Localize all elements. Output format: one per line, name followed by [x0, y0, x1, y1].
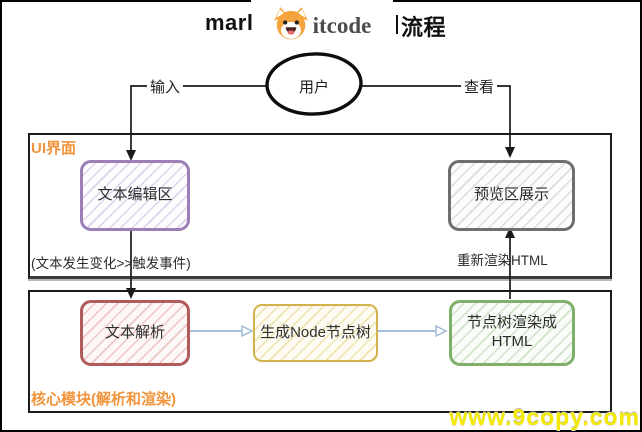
logo-wordmark: itcode: [312, 12, 372, 38]
node-preview-area: 预览区展示: [448, 160, 575, 231]
node-text-editor: 文本编辑区: [80, 160, 190, 231]
node-text-parse: 文本解析: [80, 300, 190, 366]
watermark-text: www.9copy.com: [449, 404, 640, 430]
arrowhead-down-parse-icon: [126, 288, 136, 299]
core-section-box: [28, 290, 612, 413]
core-section-label: 核心模块(解析和渲染): [31, 391, 176, 408]
title-covered-char-stub: [396, 15, 398, 34]
node-generate-node-tree-label: 生成Node节点树: [260, 323, 371, 341]
edge-label-input: 输入: [147, 76, 184, 97]
user-node-label: 用户: [298, 79, 329, 96]
node-preview-area-label: 预览区展示: [473, 186, 549, 204]
node-render-html-line1: 节点树渲染成: [466, 314, 557, 332]
user-ellipse: [265, 52, 363, 116]
arrowhead-right-render-icon: [435, 324, 448, 338]
node-render-html-label: 节点树渲染成 HTML: [467, 314, 557, 352]
itcode-dog-icon: [273, 7, 308, 40]
node-text-parse-label: 文本解析: [104, 323, 165, 341]
logo-badge: itcode: [251, 0, 393, 47]
node-generate-node-tree: 生成Node节点树: [253, 304, 378, 362]
edge-label-rerender: 重新渲染HTML: [457, 253, 548, 268]
node-render-html: 节点树渲染成 HTML: [449, 300, 575, 366]
edge-label-view: 查看: [461, 76, 498, 97]
ui-section-label: UI界面: [31, 140, 77, 157]
node-text-editor-label: 文本编辑区: [97, 186, 173, 204]
edge-label-change-event: (文本发生变化>>触发事件): [31, 256, 191, 271]
title-fragment-right: 流程: [401, 15, 447, 40]
title-fragment-left: marl: [205, 10, 254, 35]
edge-user-to-preview: [361, 85, 511, 152]
arrowhead-down-editor-icon: [126, 150, 136, 161]
ui-section-box: [28, 133, 612, 279]
arrowhead-right-tree-icon: [241, 324, 254, 338]
node-render-html-line2: HTML: [491, 333, 533, 350]
arrowhead-down-preview-icon: [505, 147, 515, 158]
edge-user-to-editor: [130, 85, 267, 156]
arrowhead-up-preview-icon: [505, 227, 515, 238]
